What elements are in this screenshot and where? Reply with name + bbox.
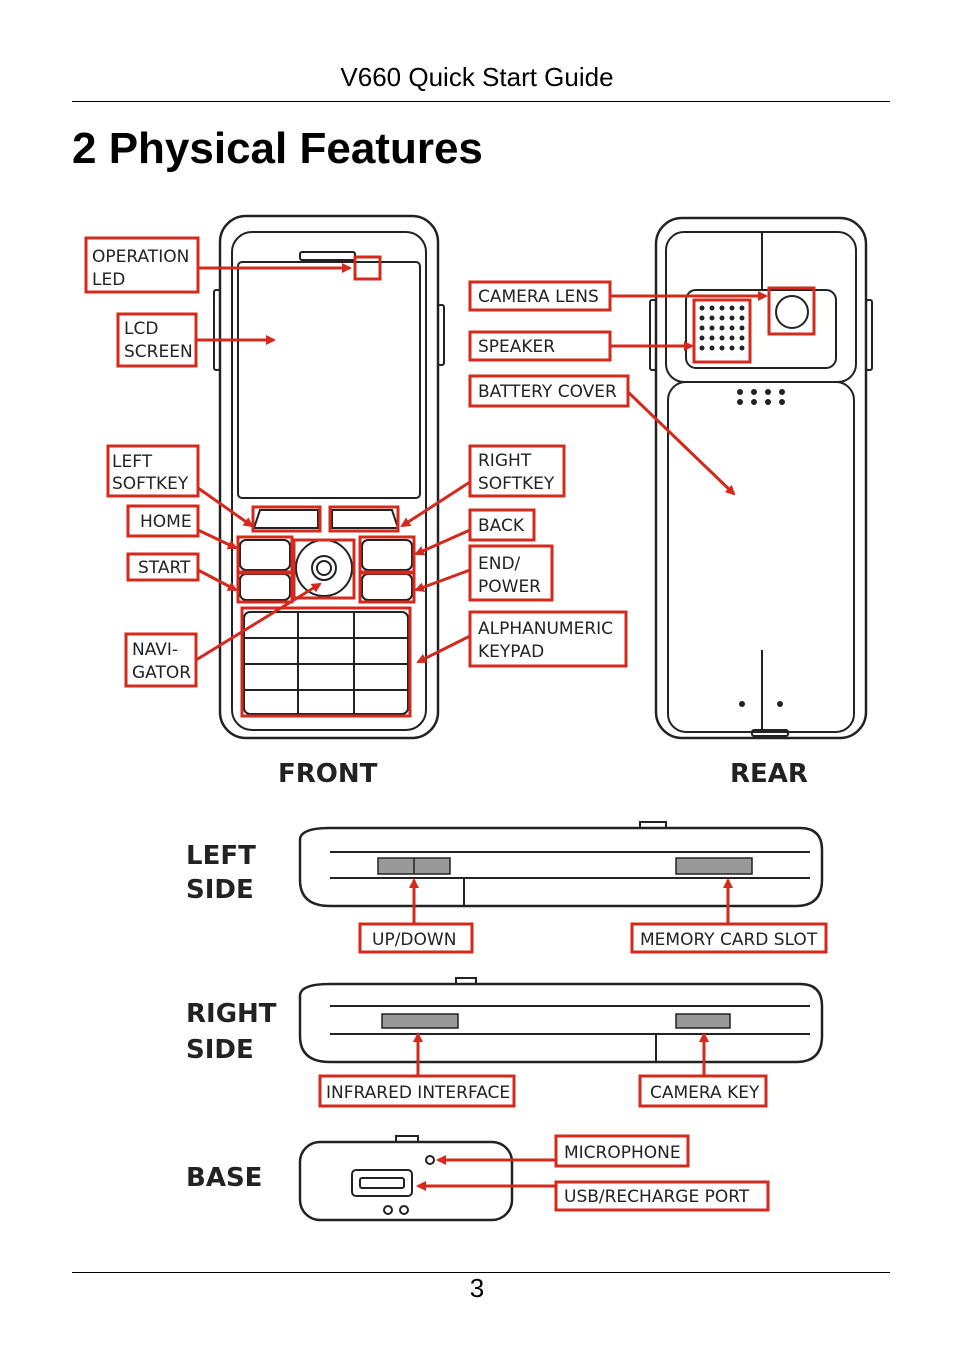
label-navigator: GATOR [132,663,191,683]
label-left-softkey: LEFT [112,452,153,472]
section-title: 2 Physical Features [72,124,483,173]
label-left-softkey: SOFTKEY [112,474,189,494]
label-end-power: END/ [478,554,521,574]
callout-microphone: MICROPHONE [436,1134,690,1168]
label-lcd-screen: SCREEN [124,342,193,362]
label-right-softkey: SOFTKEY [478,474,555,494]
front-phone-drawing [213,214,445,740]
callout-camera-key: CAMERA KEY [638,1032,768,1108]
label-operation-led: LED [92,270,125,290]
callout-operation-led: OPERATION LED [84,236,352,294]
callout-up-down: UP/DOWN [358,878,474,954]
label-back: BACK [478,516,525,536]
caption-left-side-line2: SIDE [186,875,254,905]
label-infrared-interface: INFRARED INTERFACE [326,1083,510,1103]
caption-base: BASE [186,1163,262,1193]
label-camera-key: CAMERA KEY [650,1083,760,1103]
caption-right-side-line2: SIDE [186,1035,254,1065]
label-battery-cover: BATTERY COVER [478,382,617,402]
label-right-softkey: RIGHT [478,451,532,471]
caption-right-side-line1: RIGHT [186,999,277,1029]
callout-memory-card-slot: MEMORY CARD SLOT [630,878,828,954]
label-memory-card-slot: MEMORY CARD SLOT [640,930,818,950]
label-speaker: SPEAKER [478,337,555,357]
callout-start: START [126,552,238,592]
callout-battery-cover: BATTERY COVER [468,374,736,496]
label-microphone: MICROPHONE [564,1143,681,1163]
left-side-drawing [298,821,824,908]
caption-rear: REAR [730,759,808,789]
label-operation-led: OPERATION [92,247,189,267]
caption-left-side-line1: LEFT [186,841,256,871]
label-usb-recharge-port: USB/RECHARGE PORT [564,1187,750,1207]
page-number: 3 [469,1273,485,1303]
label-lcd-screen: LCD [124,319,158,339]
label-camera-lens: CAMERA LENS [478,287,599,307]
footer-rule [72,1272,890,1273]
caption-front: FRONT [278,759,378,789]
label-up-down: UP/DOWN [372,930,456,950]
callout-speaker: SPEAKER [468,330,694,362]
callout-usb-recharge-port: USB/RECHARGE PORT [416,1180,770,1212]
label-end-power: POWER [478,577,541,597]
base-drawing [298,1135,514,1222]
callout-right-softkey: RIGHT SOFTKEY [400,444,566,528]
right-side-drawing [298,977,824,1064]
callout-left-softkey: LEFT SOFTKEY [106,444,254,528]
callout-infrared-interface: INFRARED INTERFACE [318,1032,516,1108]
callout-navigator: NAVI- GATOR [124,582,322,688]
label-start: START [138,558,191,578]
callout-end-power: END/ POWER [414,544,554,602]
label-alphanumeric-keypad: ALPHANUMERIC [478,619,613,639]
callout-back: BACK [414,508,536,556]
rear-phone-drawing [649,216,873,740]
callout-lcd-screen: LCD SCREEN [116,312,276,368]
header-rule [72,101,890,102]
header-title: V660 Quick Start Guide [340,62,614,92]
label-navigator: NAVI- [132,640,178,660]
callout-home: HOME [126,504,238,550]
callout-camera-lens: CAMERA LENS [468,280,768,312]
label-alphanumeric-keypad: KEYPAD [478,642,544,662]
label-home: HOME [140,512,192,532]
callout-alphanumeric-keypad: ALPHANUMERIC KEYPAD [416,610,628,668]
